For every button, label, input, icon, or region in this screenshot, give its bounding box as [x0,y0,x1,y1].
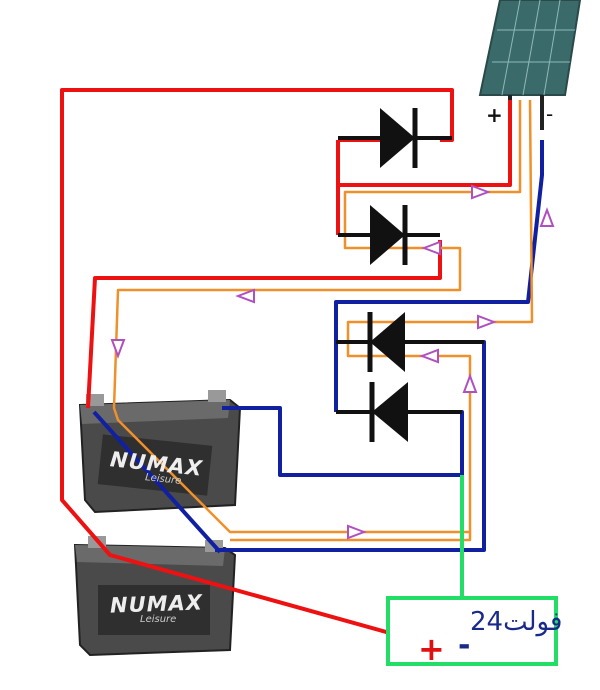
output-voltage-label: 24فولت [470,607,563,637]
solar-panel-icon [478,0,582,130]
output-plus-label: + [418,630,445,668]
arrow-icon [110,184,555,540]
output-minus-label: - [458,628,471,663]
diode-icon [336,312,484,372]
diode-icon [338,108,452,168]
panel-plus-label: + [486,103,503,127]
positive-wire [60,88,512,642]
charge-path [112,99,534,542]
diode-icon [336,382,462,442]
output-box [386,596,558,666]
panel-minus-label: - [546,102,554,126]
diode-icon [338,205,440,265]
battery-icon [78,390,242,514]
battery-sub-bottom: Leisure [140,614,177,625]
